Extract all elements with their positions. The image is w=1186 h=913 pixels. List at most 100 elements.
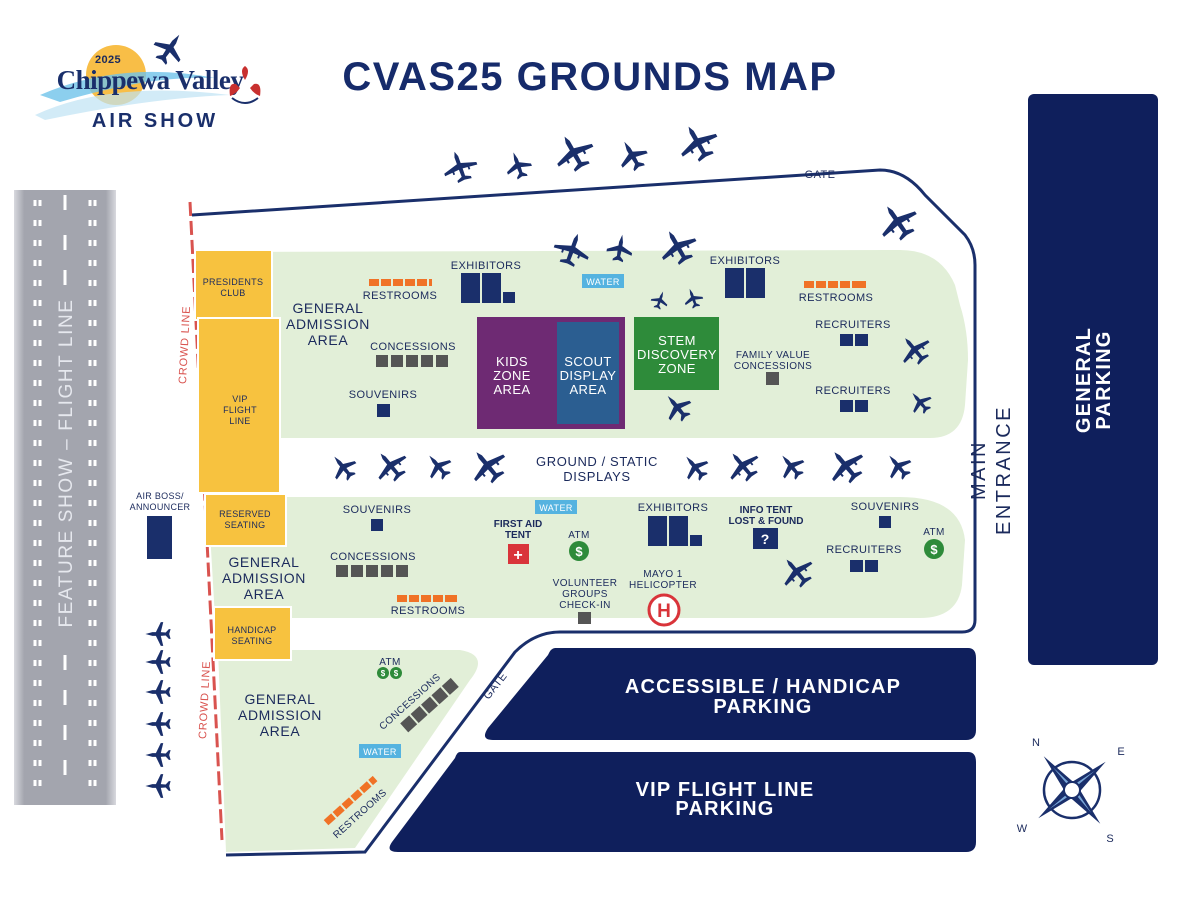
souvenirs-north: SOUVENIRS [349,389,417,417]
seating-handicap: HANDICAP SEATING [213,606,292,661]
volunteer-check-in: VOLUNTEER GROUPS CHECK-IN [553,578,618,624]
water-label: WATER [539,503,573,513]
jet-icon [819,439,871,491]
recruiters-north-1: RECRUITERS [815,319,890,346]
kids-line3: AREA [493,382,530,397]
ga-south-line1: GENERAL [244,691,315,707]
jet-icon [676,448,714,486]
ground-displays-line1: GROUND / STATIC [536,454,658,469]
volunteer-line3: CHECK-IN [559,600,611,611]
jet-icon [870,195,924,248]
volunteer-line1: VOLUNTEER [553,578,618,589]
atm-label: ATM [379,657,401,668]
reserved-line1: RESERVED [219,509,271,519]
accessible-line2: PARKING [713,696,812,718]
info-mark: ? [761,531,770,547]
jet-icon [671,116,724,168]
vip-line1: VIP [232,394,247,404]
general-parking-line2: PARKING [1093,330,1115,429]
family-line1: FAMILY VALUE [736,350,810,361]
compass-n: N [1032,737,1040,749]
atm-label: ATM [568,530,590,541]
atm-icon: $ [924,539,944,559]
compass-icon [1038,756,1106,824]
volunteer-line2: GROUPS [562,589,608,600]
restrooms-label: RESTROOMS [799,292,874,304]
compass-e: E [1117,746,1124,758]
jet-icon [324,448,362,486]
jet-icon [145,650,171,674]
ga-south-line3: AREA [260,723,301,739]
restrooms-north-west: RESTROOMS [363,279,438,302]
atm-middle: ATM $ [568,530,590,561]
mayo-line2: HELICOPTER [629,580,697,591]
mayo-line1: MAYO 1 [643,569,682,580]
air-boss-announcer: AIR BOSS/ ANNOUNCER [130,491,190,559]
info-tent: INFO TENT LOST & FOUND ? [729,505,804,549]
atm-east: ATM $ [923,527,944,559]
exhibitors-north-west: EXHIBITORS [451,260,521,303]
first-aid-tent: FIRST AID TENT + [494,519,543,564]
restrooms-middle: RESTROOMS [391,595,466,617]
exhibitors-label: EXHIBITORS [638,502,708,514]
helipad-icon: H [647,593,681,627]
ga-middle-line3: AREA [244,586,285,602]
runway-label: FEATURE SHOW – FLIGHT LINE [56,298,77,627]
info-line1: INFO TENT [740,505,793,516]
restrooms-label: RESTROOMS [363,290,438,302]
concessions-middle: CONCESSIONS [330,551,416,577]
recruiters-label: RECRUITERS [815,385,891,397]
seating-presidents-club: PRESIDENTS CLUB [194,249,273,321]
atm-icon: $ $ [377,667,402,679]
logo-year: 2025 [95,54,121,66]
jet-icon [461,439,513,491]
helipad-letter: H [657,601,671,622]
jet-icon [145,622,171,646]
vip-line3: LINE [229,416,250,426]
restrooms-label: RESTROOMS [391,605,466,617]
vip-parking-line2: PARKING [675,798,774,820]
accessible-parking: ACCESSIBLE / HANDICAP PARKING [484,648,976,740]
info-line2: LOST & FOUND [729,516,804,527]
handicap-line1: HANDICAP [228,625,277,635]
scout-line1: SCOUT [564,354,612,369]
stem-discovery-zone: STEM DISCOVERY ZONE [634,317,719,390]
south-grass-area [218,650,478,852]
jet-logo-icon [148,25,192,71]
family-value-concessions: FAMILY VALUE CONCESSIONS [734,350,812,385]
info-icon: ? [753,528,778,549]
stem-line2: DISCOVERY [637,347,717,362]
air-boss-line1: AIR BOSS/ [136,491,184,501]
presidents-line2: CLUB [220,288,245,298]
main-entrance-line2: ENTRANCE [993,405,1015,535]
ga-area-north: GENERAL ADMISSION AREA [286,300,370,348]
water-label: WATER [363,747,397,757]
runway: FEATURE SHOW – FLIGHT LINE [14,190,116,805]
presidents-line1: PRESIDENTS [203,277,264,287]
ga-north-line1: GENERAL [292,300,363,316]
crowd-line-label-bottom: CROWD LINE [197,660,213,739]
gate-label-top: GATE [805,169,836,181]
compass-s: S [1106,833,1113,845]
vip-line2: FLIGHT [223,405,257,415]
concessions-label: CONCESSIONS [330,551,416,563]
water-label: WATER [586,277,620,287]
atm-mark: $ [394,669,399,678]
recruiters-north-2: RECRUITERS [815,385,891,412]
jet-icon [145,743,171,767]
scout-line3: AREA [569,382,606,397]
atm-south: ATM $ $ [377,657,402,679]
stem-line3: ZONE [658,361,696,376]
mayo-helicopter: MAYO 1 HELICOPTER H [629,569,697,627]
scout-emblem-icon [229,66,261,104]
ga-north-line2: ADMISSION [286,316,370,332]
first-aid-line1: FIRST AID [494,519,543,530]
seating-reserved: RESERVED SEATING [204,493,287,547]
family-line2: CONCESSIONS [734,361,812,372]
ground-displays-line2: DISPLAYS [563,469,630,484]
air-show-logo: 2025 Chippewa Valley AIR SHOW [35,25,261,132]
first-aid-mark: + [513,547,522,564]
souvenirs-label: SOUVENIRS [349,389,417,401]
general-parking-line1: GENERAL [1073,327,1095,433]
